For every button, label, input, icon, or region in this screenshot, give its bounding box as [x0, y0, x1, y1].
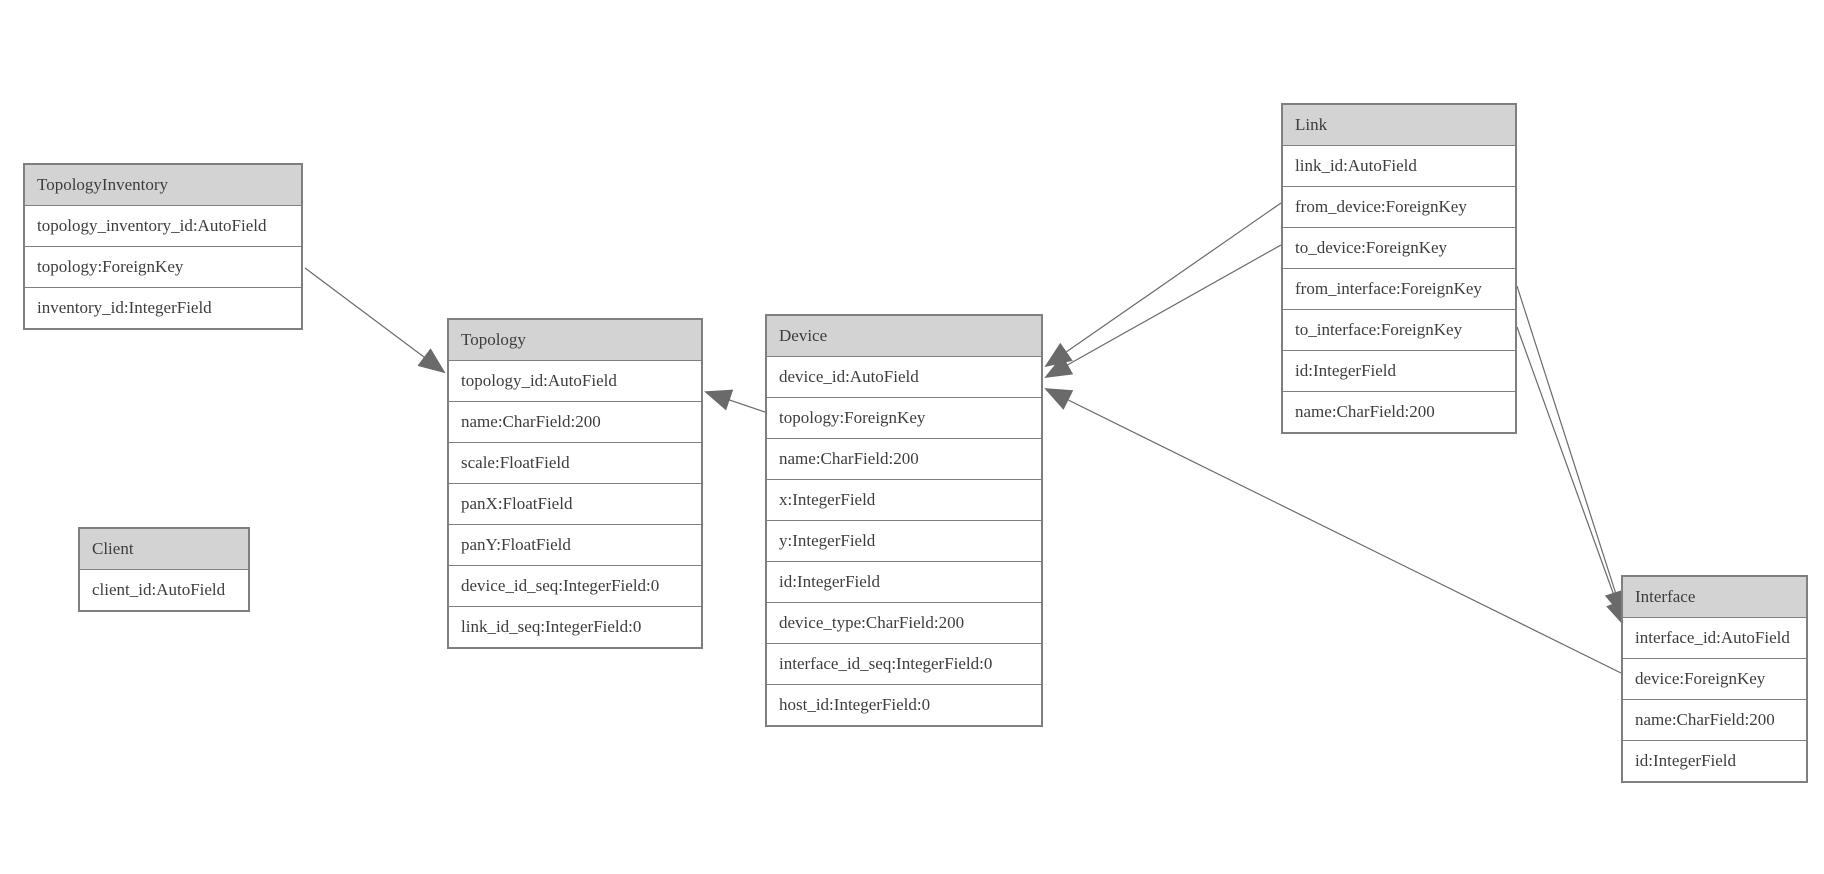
entity-title: Link: [1283, 105, 1515, 146]
entity-field-row: topology:ForeignKey: [25, 247, 301, 288]
entity-title: TopologyInventory: [25, 165, 301, 206]
entity-title: Topology: [449, 320, 701, 361]
entity-field-row: id:IntegerField: [767, 562, 1041, 603]
entity-field-row: id:IntegerField: [1283, 351, 1515, 392]
entity-field-row: from_interface:ForeignKey: [1283, 269, 1515, 310]
entity-field-row: name:CharField:200: [1623, 700, 1806, 741]
entity-field-row: to_interface:ForeignKey: [1283, 310, 1515, 351]
relation-edge-link-from-device: [1044, 202, 1282, 368]
entity-title: Device: [767, 316, 1041, 357]
entity-field-row: panX:FloatField: [449, 484, 701, 525]
entity-field-row: link_id_seq:IntegerField:0: [449, 607, 701, 647]
entity-field-row: from_device:ForeignKey: [1283, 187, 1515, 228]
entity-field-row: interface_id_seq:IntegerField:0: [767, 644, 1041, 685]
entity-field-row: host_id:IntegerField:0: [767, 685, 1041, 725]
entity-field-row: panY:FloatField: [449, 525, 701, 566]
entity-field-row: id:IntegerField: [1623, 741, 1806, 781]
entity-field-row: name:CharField:200: [1283, 392, 1515, 432]
relation-edge-device-topology: [704, 389, 766, 413]
relation-edge-link-to-interface: [1516, 326, 1627, 628]
entity-field-row: inventory_id:IntegerField: [25, 288, 301, 328]
entity-field-row: scale:FloatField: [449, 443, 701, 484]
entity-field-row: topology:ForeignKey: [767, 398, 1041, 439]
entity-field-row: topology_inventory_id:AutoField: [25, 206, 301, 247]
entity-field-row: y:IntegerField: [767, 521, 1041, 562]
relation-edge-link-to-device: [1044, 244, 1282, 378]
entity-title: Client: [80, 529, 248, 570]
entity-field-row: device_id_seq:IntegerField:0: [449, 566, 701, 607]
relation-edge-link-from-interface: [1516, 285, 1626, 618]
entity-title: Interface: [1623, 577, 1806, 618]
entity-field-row: device:ForeignKey: [1623, 659, 1806, 700]
entity-field-row: name:CharField:200: [449, 402, 701, 443]
entity-field-row: to_device:ForeignKey: [1283, 228, 1515, 269]
entity-field-row: x:IntegerField: [767, 480, 1041, 521]
entity-field-row: device_id:AutoField: [767, 357, 1041, 398]
relation-edge-topologyinventory-topology: [304, 267, 446, 374]
entity-field-row: client_id:AutoField: [80, 570, 248, 610]
entity-field-row: device_type:CharField:200: [767, 603, 1041, 644]
entity-field-row: topology_id:AutoField: [449, 361, 701, 402]
entity-field-row: interface_id:AutoField: [1623, 618, 1806, 659]
entity-field-row: link_id:AutoField: [1283, 146, 1515, 187]
entity-field-row: name:CharField:200: [767, 439, 1041, 480]
